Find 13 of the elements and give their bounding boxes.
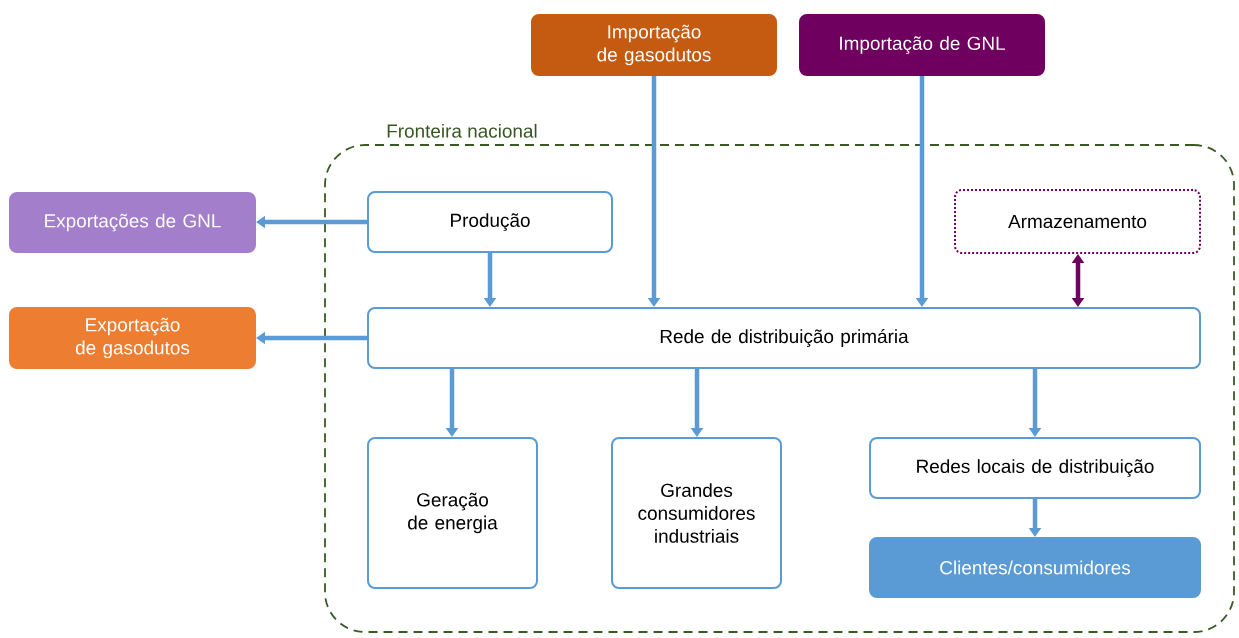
export-box: Exportação de gasodutos (9, 307, 256, 369)
arrow (1071, 254, 1085, 307)
import-box: Importação de gasodutos (531, 14, 777, 76)
customer-box: Clientes/consumidores (869, 537, 1201, 598)
consumer-box: Geração de energia (367, 437, 538, 589)
storage-box: Armazenamento (954, 189, 1201, 254)
network-box: Rede de distribuição primária (367, 307, 1201, 369)
consumer-box: Grandes consumidores industriais (611, 437, 782, 589)
process-box: Produção (367, 191, 613, 253)
export-box: Exportações de GNL (9, 192, 256, 253)
import-box: Importação de GNL (799, 14, 1045, 76)
network-box: Redes locais de distribuição (869, 437, 1201, 499)
node-label: Fronteira nacional (387, 123, 537, 138)
